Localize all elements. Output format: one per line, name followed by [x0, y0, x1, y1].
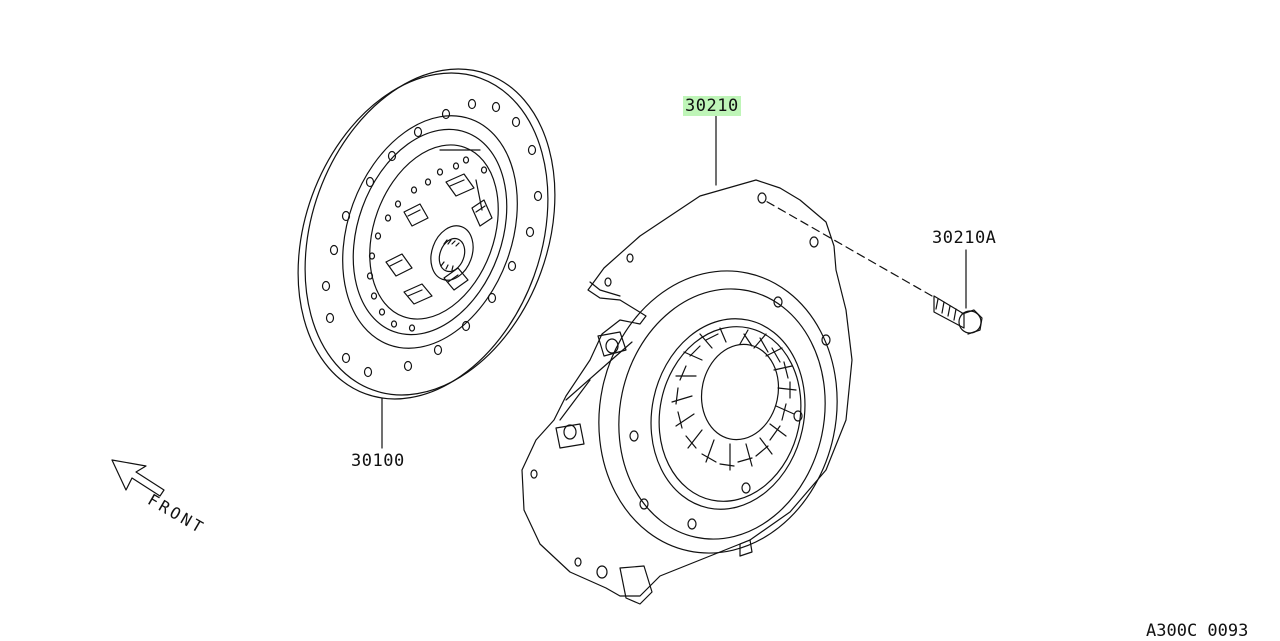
- part-label-30100[interactable]: 30100: [351, 451, 405, 471]
- bolt-drawing: [763, 199, 983, 335]
- part-label-30210[interactable]: 30210: [683, 96, 741, 116]
- part-number-30210[interactable]: 30210: [683, 96, 741, 116]
- clutch-cover-drawing: [521, 115, 853, 605]
- drawing-code: A300C 0093: [1146, 621, 1249, 641]
- part-label-30210a[interactable]: 30210A: [932, 228, 997, 248]
- clutch-disc-drawing: [297, 68, 556, 449]
- front-arrow-icon: [111, 459, 165, 497]
